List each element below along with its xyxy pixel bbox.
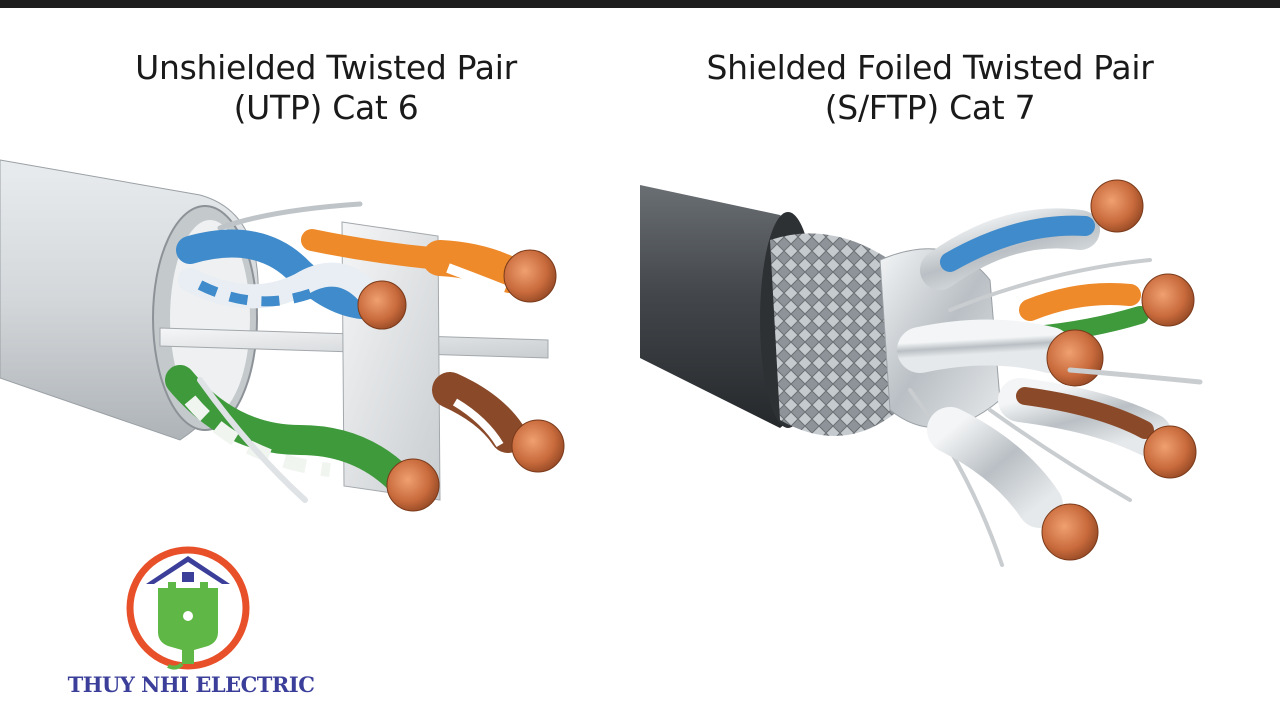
- title-sftp-line1: Shielded Foiled Twisted Pair: [706, 48, 1154, 87]
- title-sftp-line2: (S/FTP) Cat 7: [824, 88, 1036, 127]
- top-bar: [0, 0, 1280, 8]
- brand-name: THUY NHI ELECTRIC: [67, 672, 315, 697]
- title-utp-cat6: Unshielded Twisted Pair (UTP) Cat 6: [86, 48, 566, 128]
- title-sftp-cat7: Shielded Foiled Twisted Pair (S/FTP) Cat…: [690, 48, 1170, 128]
- sftp-cat7-cable-illustration: [640, 179, 1203, 567]
- house-plug-icon: [126, 546, 250, 670]
- title-utp-line2: (UTP) Cat 6: [233, 88, 419, 127]
- utp-cat6-cable-illustration: [0, 159, 565, 512]
- title-utp-line1: Unshielded Twisted Pair: [135, 48, 517, 87]
